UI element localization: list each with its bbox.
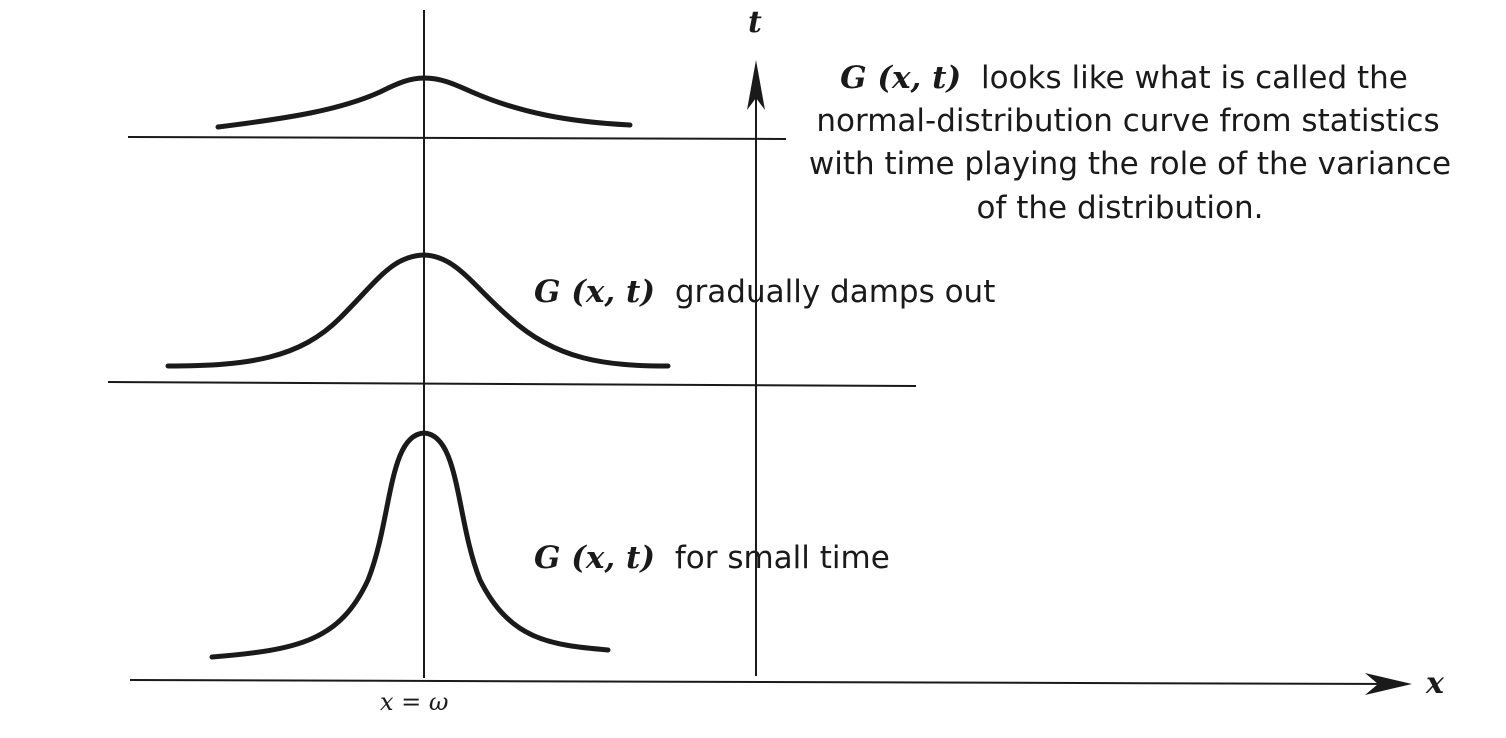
t-axis-arrowhead — [747, 60, 765, 110]
x-axis-arrowhead — [1365, 673, 1412, 695]
annotation-small-time-math: G (x, t) — [534, 540, 655, 576]
annotation-normal-distribution: G (x, t) looks like what is called the n… — [809, 60, 1451, 226]
annotation-normal-line4: of the distribution. — [977, 190, 1264, 226]
annotation-damps-math: G (x, t) — [534, 274, 655, 310]
annotation-small-time-text: for small time — [675, 540, 890, 576]
x-axis — [129, 679, 1401, 685]
svg-text:G (x, t) looks like what: G (x, t) looks like what is called the — [840, 60, 1408, 96]
curve-small-time — [209, 430, 611, 660]
curve-normal-distribution — [215, 75, 633, 130]
annotation-damps-out: G (x, t) gradually damps out — [534, 274, 995, 310]
baseline-top — [127, 136, 787, 140]
annotation-normal-math: G (x, t) — [840, 60, 961, 96]
t-axis-label: t — [748, 5, 762, 40]
annotation-damps-text: gradually damps out — [675, 274, 996, 310]
annotation-normal-line1: looks like what is called the — [981, 60, 1408, 96]
annotation-small-time: G (x, t) for small time — [534, 540, 890, 576]
annotation-normal-line2: normal-distribution curve from statistic… — [816, 103, 1439, 139]
x-omega-label: x = ω — [380, 688, 448, 716]
curve-damping — [165, 252, 671, 369]
baseline-mid — [107, 381, 917, 387]
x-axis-label: x — [1425, 666, 1445, 701]
annotation-normal-line3: with time playing the role of the varian… — [809, 146, 1451, 182]
